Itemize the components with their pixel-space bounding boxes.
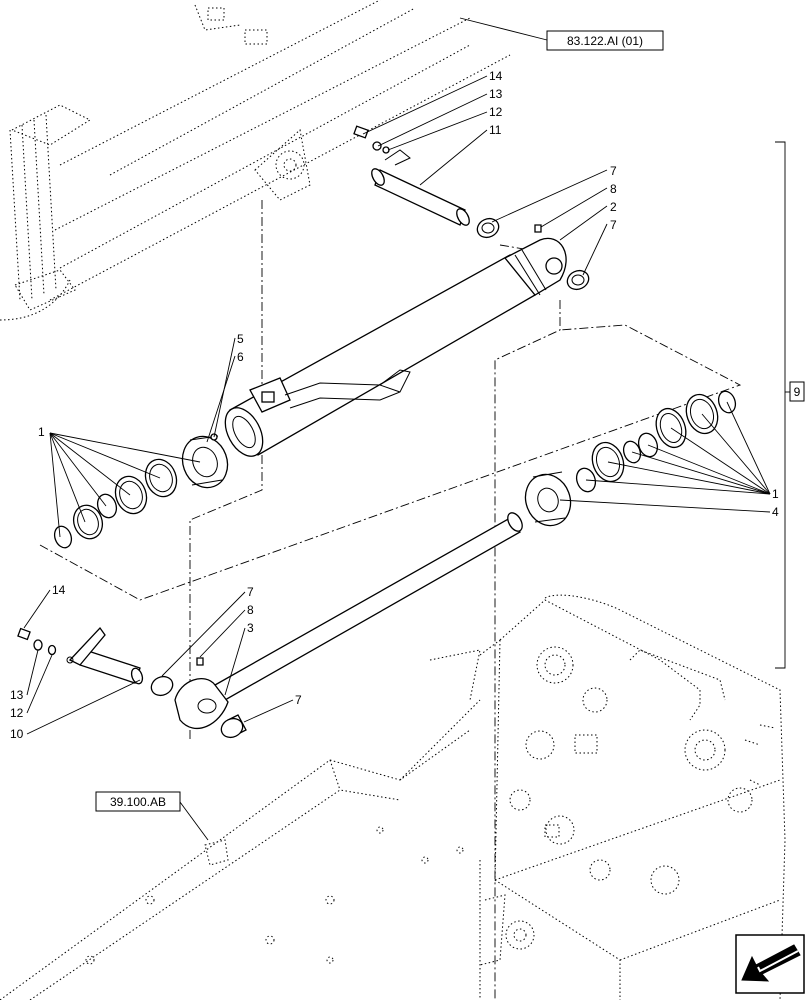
navigation-arrow-icon[interactable] xyxy=(735,934,805,994)
callout-6: 6 xyxy=(237,350,244,364)
callout-3: 3 xyxy=(247,621,254,635)
callout-12-bottom: 12 xyxy=(10,706,24,720)
callout-10: 10 xyxy=(10,727,24,741)
callout-numbers: 14 13 12 11 7 8 2 7 5 6 1 1 4 14 13 12 1… xyxy=(10,69,779,741)
cylinder-barrel xyxy=(224,237,567,457)
leader-lines xyxy=(23,17,790,841)
right-seal-kit xyxy=(524,390,737,527)
callout-13-bottom: 13 xyxy=(10,688,24,702)
callout-14-top: 14 xyxy=(489,69,503,83)
reference-label-top: 83.122.AI (01) xyxy=(567,34,643,48)
reference-box-bottom[interactable]: 39.100.AB xyxy=(95,791,181,812)
callout-2: 2 xyxy=(610,200,617,214)
boom-frame-background xyxy=(0,0,511,321)
callout-7-c: 7 xyxy=(247,585,254,599)
callout-1-right: 1 xyxy=(772,487,779,501)
callout-7-d: 7 xyxy=(295,693,302,707)
callout-5: 5 xyxy=(237,332,244,346)
callout-7-a: 7 xyxy=(610,164,617,178)
left-seal-kit xyxy=(53,433,229,549)
callout-13-top: 13 xyxy=(489,87,503,101)
callout-14-bottom: 14 xyxy=(52,583,66,597)
group-reference-label: 9 xyxy=(794,385,801,399)
callout-8-b: 8 xyxy=(247,603,254,617)
group-reference-box[interactable]: 9 xyxy=(789,381,805,402)
callout-1-left: 1 xyxy=(38,425,45,439)
reference-label-bottom: 39.100.AB xyxy=(110,795,166,809)
upper-pin-assembly xyxy=(353,125,590,291)
callout-11: 11 xyxy=(489,123,502,137)
callout-8-a: 8 xyxy=(610,182,617,196)
lower-pin-assembly xyxy=(17,626,144,685)
reference-box-top[interactable]: 83.122.AI (01) xyxy=(546,30,664,51)
callout-12-top: 12 xyxy=(489,105,503,119)
chassis-frame-background xyxy=(0,594,786,1000)
piston-rod xyxy=(150,512,523,739)
callout-7-b: 7 xyxy=(610,218,617,232)
callout-4: 4 xyxy=(772,505,779,519)
